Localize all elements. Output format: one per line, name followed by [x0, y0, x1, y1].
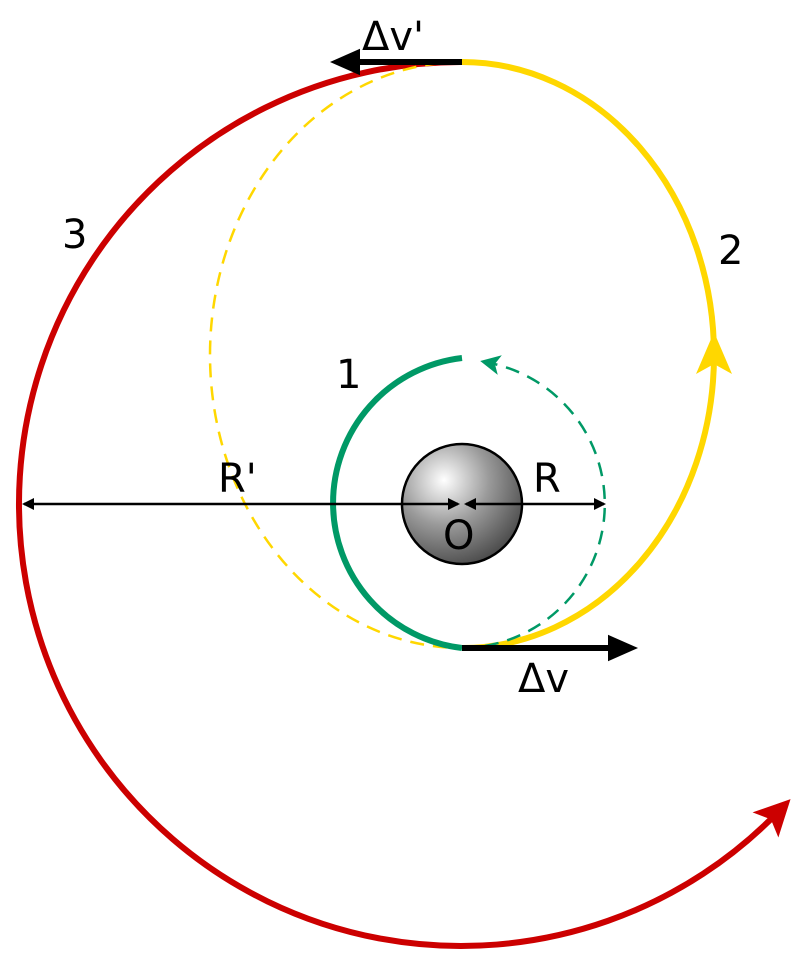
orbit-3-path	[15, 58, 791, 949]
label-delta-v-prime: Δv'	[362, 14, 424, 60]
label-radius-outer: R'	[218, 456, 257, 502]
label-orbit-2: 2	[718, 228, 743, 274]
label-radius-inner: R	[533, 456, 561, 502]
label-center: O	[443, 513, 474, 559]
orbit-1-dashed-path	[461, 355, 607, 650]
label-orbit-3: 3	[62, 212, 87, 258]
orbit-2-dashed-path	[208, 60, 463, 650]
orbit-2-path	[461, 59, 717, 651]
label-orbit-1: 1	[336, 352, 361, 398]
label-delta-v: Δv	[518, 656, 569, 702]
orbit-2-arrow-icon	[696, 332, 732, 374]
